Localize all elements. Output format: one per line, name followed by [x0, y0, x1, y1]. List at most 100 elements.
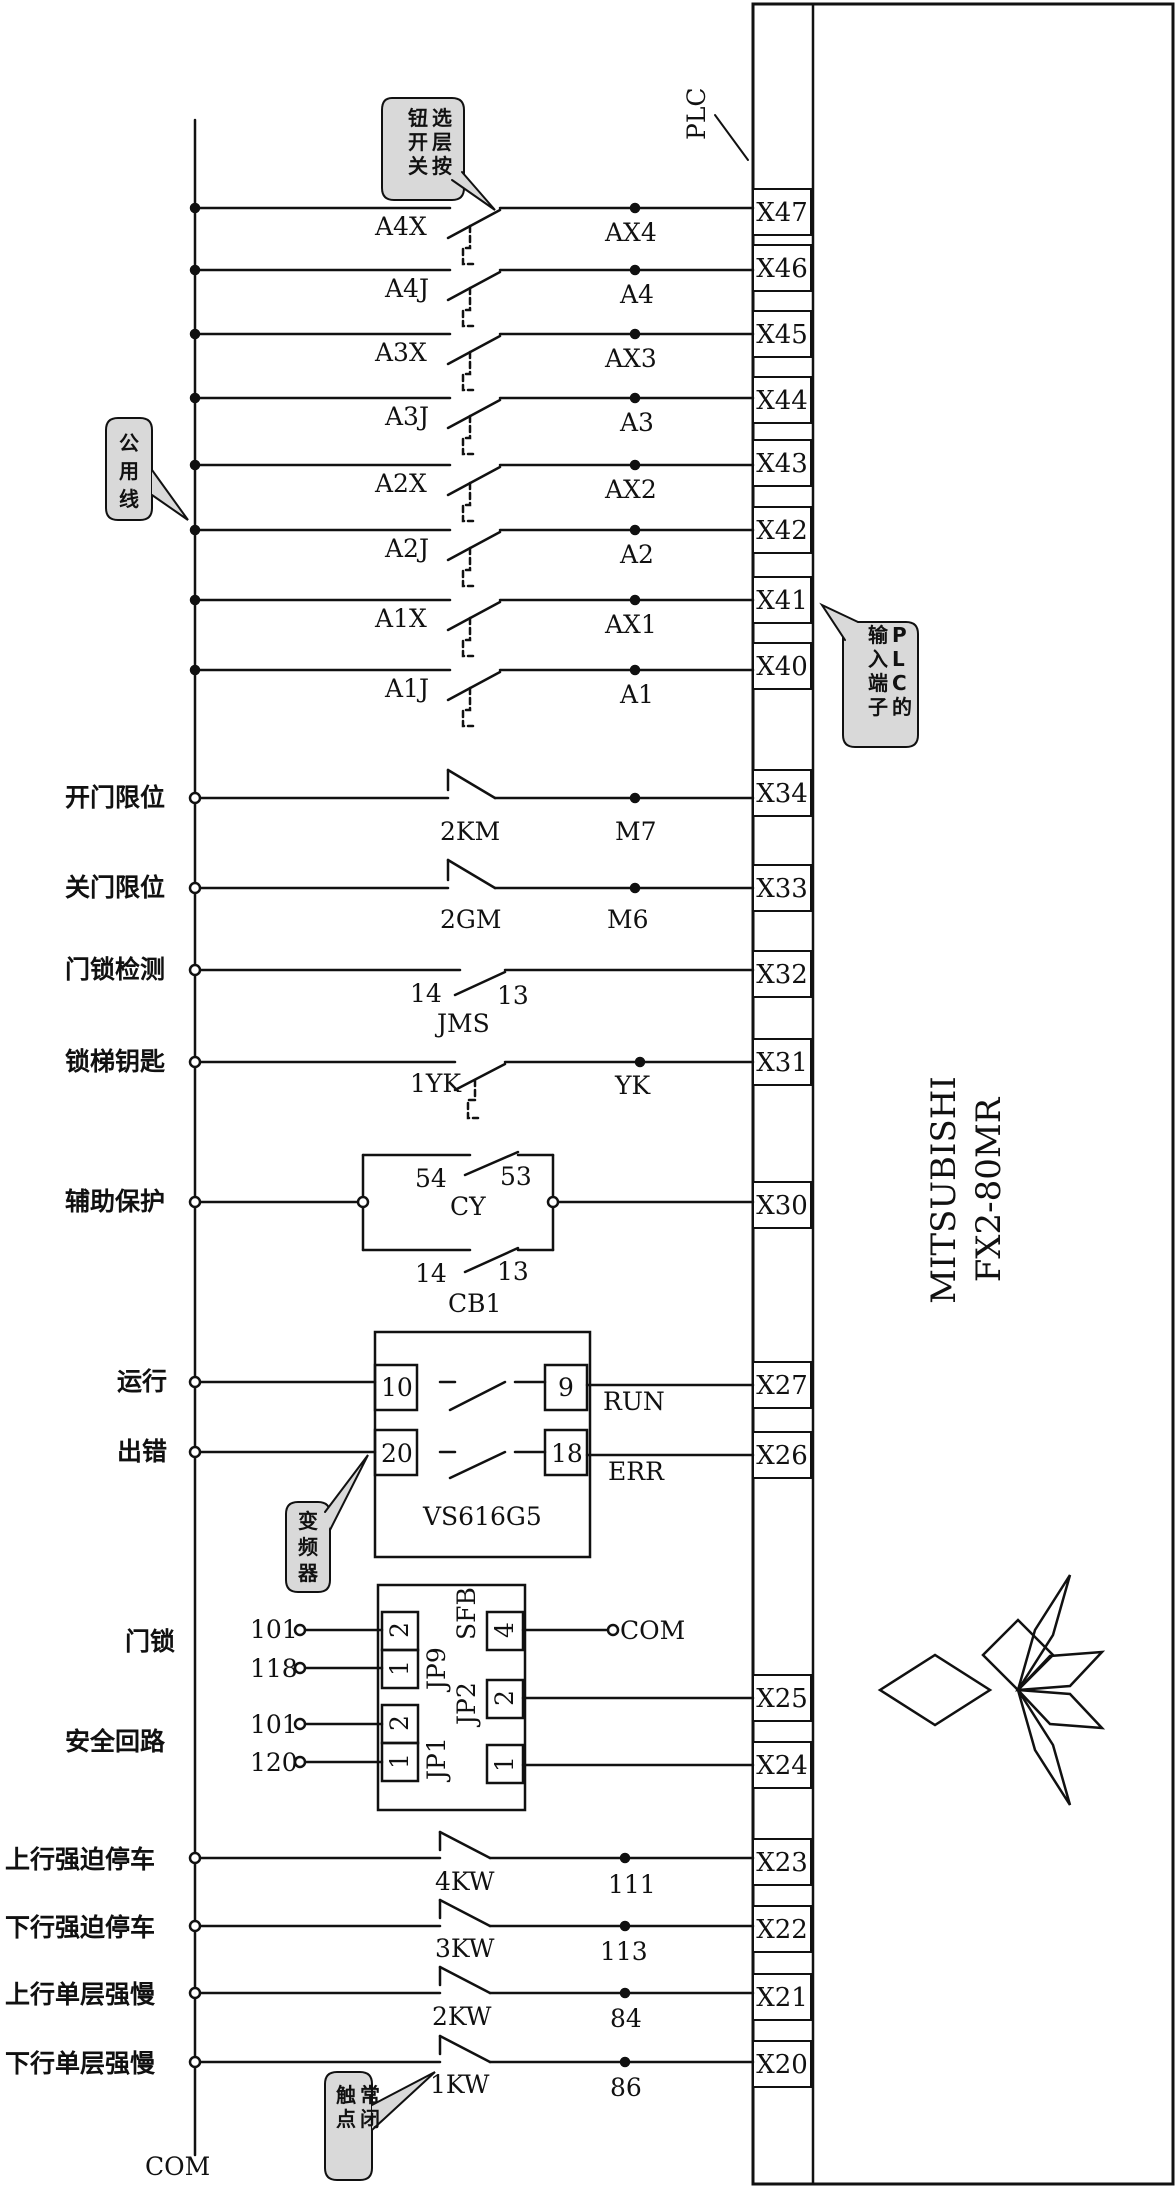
terminal-box	[752, 2040, 812, 2088]
aux-cy-pin-b: 53	[500, 1162, 532, 1191]
safety-loop-wire-1: 101	[250, 1710, 298, 1739]
up-force-stop-switch: 4KW	[435, 1867, 495, 1896]
error-wire: ERR	[608, 1457, 665, 1486]
plc-model-line2: FX2-80MR	[969, 1096, 1009, 1282]
button-wire-label: AX2	[604, 475, 657, 504]
terminal-label: X34	[756, 779, 808, 809]
terminal-block: X47X46X45X44X43X42X41X40X34X33X32X31X30X…	[752, 188, 812, 2088]
lock-key-switch: 1YK	[410, 1069, 462, 1098]
door-lock-detect-switch: JMS	[434, 1009, 490, 1038]
door-close-limit-label: 关门限位	[65, 873, 165, 902]
inverter-block	[188, 1330, 755, 1559]
terminal-box	[752, 439, 812, 487]
callout-nc-contact-text: 常闭触点	[336, 2083, 380, 2131]
board-pin-4: 4	[490, 1622, 519, 1638]
common-label: COM	[145, 2152, 210, 2181]
door-close-limit-wire: M6	[607, 905, 649, 934]
terminal-box	[752, 576, 812, 624]
terminal-box	[752, 1973, 812, 2021]
terminal-box	[752, 1431, 812, 1479]
button-row	[189, 202, 755, 266]
button-switch-label: A1X	[374, 604, 427, 633]
terminal-label: X44	[756, 386, 808, 416]
up-slow-label: 上行单层强慢	[5, 1980, 156, 2009]
button-switch-label: A2X	[374, 469, 427, 498]
board-pin-1c: 1	[490, 1756, 519, 1772]
run-label: 运行	[117, 1367, 167, 1396]
aux-cy-pin-a: 54	[415, 1164, 447, 1193]
board-jp1: JP1	[422, 1737, 451, 1783]
button-row	[189, 392, 755, 456]
door-open-limit-label: 开门限位	[65, 783, 165, 812]
button-switch-label: A1J	[384, 674, 429, 703]
terminal-label: X30	[756, 1191, 808, 1221]
door-lock-detect-pin-b: 13	[497, 981, 529, 1010]
button-wire-label: A2	[619, 540, 654, 569]
board-com: COM	[620, 1616, 685, 1645]
terminal-box	[752, 376, 812, 424]
error-label: 出错	[117, 1437, 167, 1466]
board-jp2: JP2	[452, 1682, 481, 1728]
terminal-label: X40	[756, 652, 808, 682]
door-lock-wire-1: 101	[250, 1615, 298, 1644]
terminal-box	[752, 188, 812, 236]
terminal-label: X45	[756, 320, 808, 350]
terminal-label: X21	[756, 1983, 808, 2013]
plc-box	[751, 2, 1175, 2186]
callout-inverter: 变频器	[285, 1454, 369, 1593]
lock-key-wire: YK	[614, 1071, 652, 1100]
button-row	[189, 664, 755, 728]
door-lock-detect-row	[188, 963, 755, 997]
terminal-label: X41	[756, 586, 808, 616]
limit-switch-rows	[188, 1830, 755, 2069]
terminal-box	[752, 1905, 812, 1953]
door-close-limit-switch: 2GM	[440, 905, 501, 934]
terminal-box	[752, 1741, 812, 1789]
aux-protect-row	[188, 1150, 755, 1274]
up-slow-switch: 2KW	[432, 2002, 492, 2031]
terminal-box	[752, 244, 812, 292]
terminal-label: X31	[756, 1048, 808, 1078]
interlock-board	[293, 1583, 755, 1812]
terminal-label: X32	[756, 960, 808, 990]
up-force-stop-label: 上行强迫停车	[5, 1845, 155, 1874]
down-force-stop-wire: 113	[600, 1937, 648, 1966]
down-force-stop-label: 下行强迫停车	[5, 1913, 155, 1942]
button-row	[189, 328, 755, 392]
terminal-label: X46	[756, 254, 808, 284]
terminal-box	[752, 769, 812, 817]
run-pin-out: 9	[558, 1373, 574, 1402]
terminal-label: X20	[756, 2050, 808, 2080]
board-pin-2a: 2	[385, 1622, 414, 1638]
button-switch-label: A3J	[384, 402, 429, 431]
run-wire: RUN	[603, 1387, 665, 1416]
down-slow-switch: 1KW	[430, 2070, 490, 2099]
terminal-box	[752, 1838, 812, 1886]
terminal-box	[752, 310, 812, 358]
button-wire-label: A3	[619, 408, 654, 437]
board-sfb: SFB	[452, 1587, 481, 1640]
mitsubishi-logo-icon-2	[877, 1574, 1072, 1806]
plc-leader	[714, 114, 749, 161]
terminal-label: X43	[756, 449, 808, 479]
inverter-model: VS616G5	[422, 1502, 542, 1531]
terminal-label: X23	[756, 1848, 808, 1878]
button-wire-label: A4	[619, 280, 654, 309]
button-wire-label: AX1	[604, 610, 657, 639]
callout-floor-button: 选层按钮开关	[381, 97, 496, 211]
terminal-label: X24	[756, 1751, 808, 1781]
button-wire-label: AX4	[604, 218, 657, 247]
button-wire-label: AX3	[604, 344, 657, 373]
button-switch-label: A4X	[374, 212, 427, 241]
terminal-label: X22	[756, 1915, 808, 1945]
mitsubishi-logo-icon	[981, 1618, 1106, 1730]
aux-cb1-switch: CB1	[448, 1289, 501, 1318]
button-row	[189, 264, 755, 328]
error-pin-in: 20	[381, 1439, 413, 1468]
callout-inverter-text: 变频器	[297, 1509, 319, 1585]
button-switch-label: A4J	[384, 274, 429, 303]
board-pin-1a: 1	[385, 1660, 414, 1676]
